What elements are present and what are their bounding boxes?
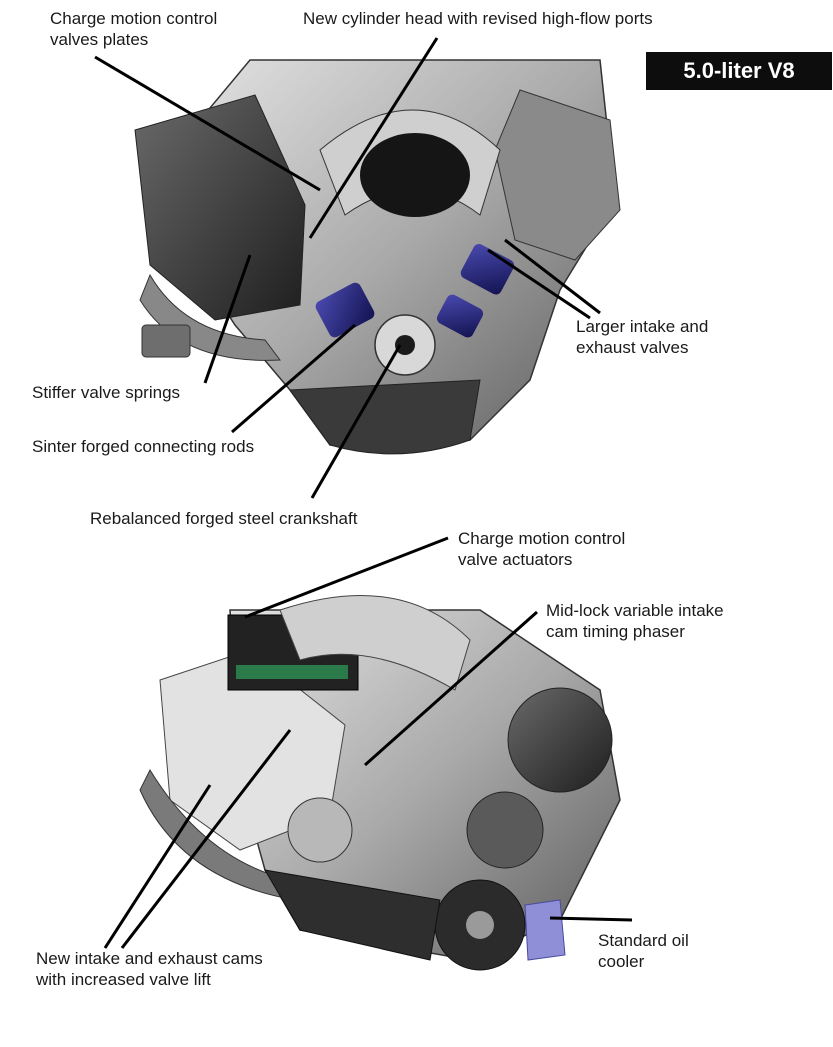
bottom-timing-pulley bbox=[466, 791, 544, 869]
callout-crankshaft: Rebalanced forged steel crankshaft bbox=[90, 509, 358, 528]
callout-cam-phaser: Mid-lock variable intake cam timing phas… bbox=[546, 601, 724, 641]
bottom-oil-cooler bbox=[524, 899, 566, 961]
leader-cmcv-plates bbox=[94, 55, 321, 192]
leader-oil-cooler bbox=[549, 916, 633, 922]
bottom-oil-pan bbox=[264, 869, 441, 961]
leader-valve-springs bbox=[203, 254, 252, 384]
bottom-engine-view bbox=[139, 595, 621, 971]
bottom-intake-runners bbox=[279, 595, 471, 691]
engine-title-badge: 5.0-liter V8 bbox=[646, 52, 832, 90]
top-piston-left bbox=[315, 282, 375, 338]
leader-larger-valves-2 bbox=[487, 248, 591, 320]
leader-connecting-rods bbox=[231, 323, 356, 434]
top-exhaust-flange bbox=[141, 324, 191, 358]
leader-cams-2 bbox=[120, 729, 292, 949]
bottom-crank-pulley-center bbox=[466, 911, 494, 939]
callout-connecting-rods: Sinter forged connecting rods bbox=[32, 437, 255, 456]
bottom-cam-phaser bbox=[507, 687, 613, 793]
callout-cams: New intake and exhaust cams with increas… bbox=[36, 949, 263, 989]
callout-valve-springs: Stiffer valve springs bbox=[32, 383, 181, 402]
leader-cam-phaser bbox=[364, 610, 538, 767]
leader-cylinder-head bbox=[308, 37, 439, 239]
top-piston-right-lower bbox=[436, 294, 484, 338]
top-crank-center bbox=[395, 335, 415, 355]
callout-cmcv-plates: Charge motion control valves plates bbox=[50, 9, 218, 49]
top-intake-opening bbox=[360, 133, 470, 217]
top-oil-pan bbox=[289, 379, 481, 455]
callout-larger-valves: Larger intake and exhaust valves bbox=[576, 317, 709, 357]
leader-cmcv-actuators bbox=[244, 536, 449, 619]
callout-cmcv-actuators: Charge motion control valve actuators bbox=[458, 529, 626, 569]
leader-cams-1 bbox=[103, 784, 212, 949]
callout-leader-lines bbox=[94, 37, 633, 949]
bottom-tensioner-pulley bbox=[287, 797, 353, 863]
callout-oil-cooler: Standard oil cooler bbox=[598, 931, 689, 971]
leader-crankshaft bbox=[310, 344, 402, 499]
top-piston-right bbox=[460, 244, 515, 295]
top-left-cylinder-bank bbox=[134, 94, 306, 321]
leader-larger-valves-1 bbox=[504, 238, 601, 315]
top-engine-view bbox=[134, 59, 621, 455]
callout-cylinder-head: New cylinder head with revised high-flow… bbox=[303, 9, 653, 28]
bottom-cmcv-actuator-strip bbox=[236, 665, 348, 679]
